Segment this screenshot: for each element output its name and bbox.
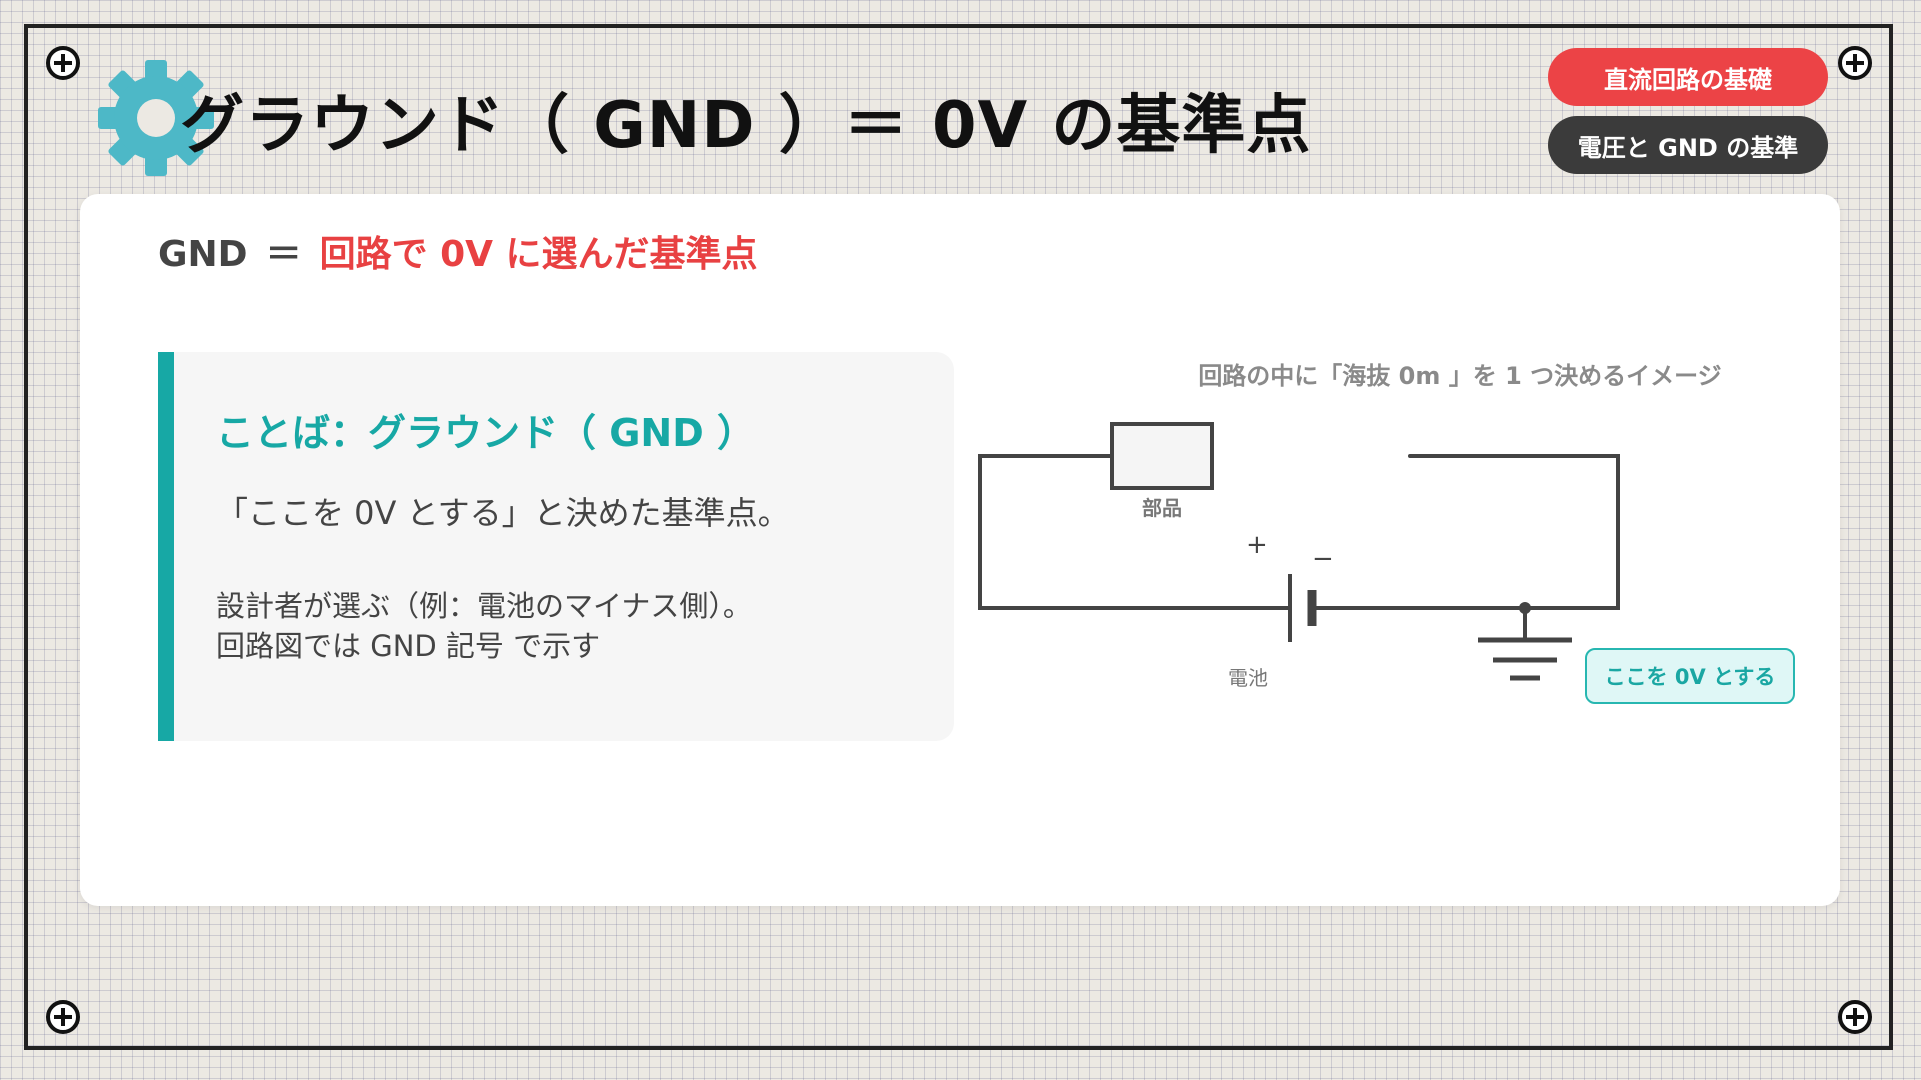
- wire-top-left: [978, 454, 1292, 610]
- headline-gnd: GND: [158, 234, 248, 275]
- term-notes: 設計者が選ぶ（例：電池のマイナス側）。 回路図では GND 記号 で示す: [216, 586, 752, 666]
- term-title: ことば：グラウンド（ GND ）: [216, 411, 755, 455]
- headline-emphasis: 回路で 0V に選んだ基準点: [319, 234, 758, 275]
- corner-plus-icon: [1838, 1000, 1872, 1034]
- ground-node: [1519, 602, 1531, 614]
- term-box: ことば：グラウンド（ GND ） 「ここを 0V とする」と決めた基準点。 設計…: [158, 352, 954, 741]
- corner-plus-icon: [46, 46, 80, 80]
- content-card: GND ＝ 回路で 0V に選んだ基準点 ことば：グラウンド（ GND ） 「ここを…: [80, 194, 1840, 906]
- component-label: 部品: [1142, 496, 1182, 520]
- corner-plus-icon: [1838, 46, 1872, 80]
- key-definition: GND ＝ 回路で 0V に選んだ基準点: [158, 230, 758, 280]
- ground-symbol: [1478, 637, 1572, 681]
- corner-plus-icon: [46, 1000, 80, 1034]
- battery-label: 電池: [1228, 666, 1268, 690]
- term-definition: 「ここを 0V とする」と決めた基準点。: [216, 494, 790, 532]
- circuit-diagram: [978, 422, 1620, 681]
- term-note-line: 設計者が選ぶ（例：電池のマイナス側）。: [216, 589, 752, 623]
- slide-frame: [24, 24, 1893, 1050]
- battery-minus-label: −: [1312, 544, 1334, 574]
- subtopic-badge: 電圧と GND の基準: [1548, 116, 1828, 174]
- diagram-caption: 回路の中に「海抜 0m 」を 1 つ決めるイメージ: [1198, 362, 1722, 390]
- zero-volt-tag: ここを 0V とする: [1585, 648, 1795, 704]
- battery-plus-label: +: [1246, 530, 1268, 560]
- wire-top-right: [1374, 454, 1620, 610]
- headline-equals: ＝: [265, 234, 302, 275]
- component-box: [1110, 422, 1214, 490]
- page-title: グラウンド（ GND ）＝ 0V の基準点: [180, 89, 1312, 163]
- gear-icon: [98, 60, 214, 176]
- term-note-line: 回路図では GND 記号 で示す: [216, 629, 601, 663]
- topic-badge: 直流回路の基礎: [1548, 48, 1828, 106]
